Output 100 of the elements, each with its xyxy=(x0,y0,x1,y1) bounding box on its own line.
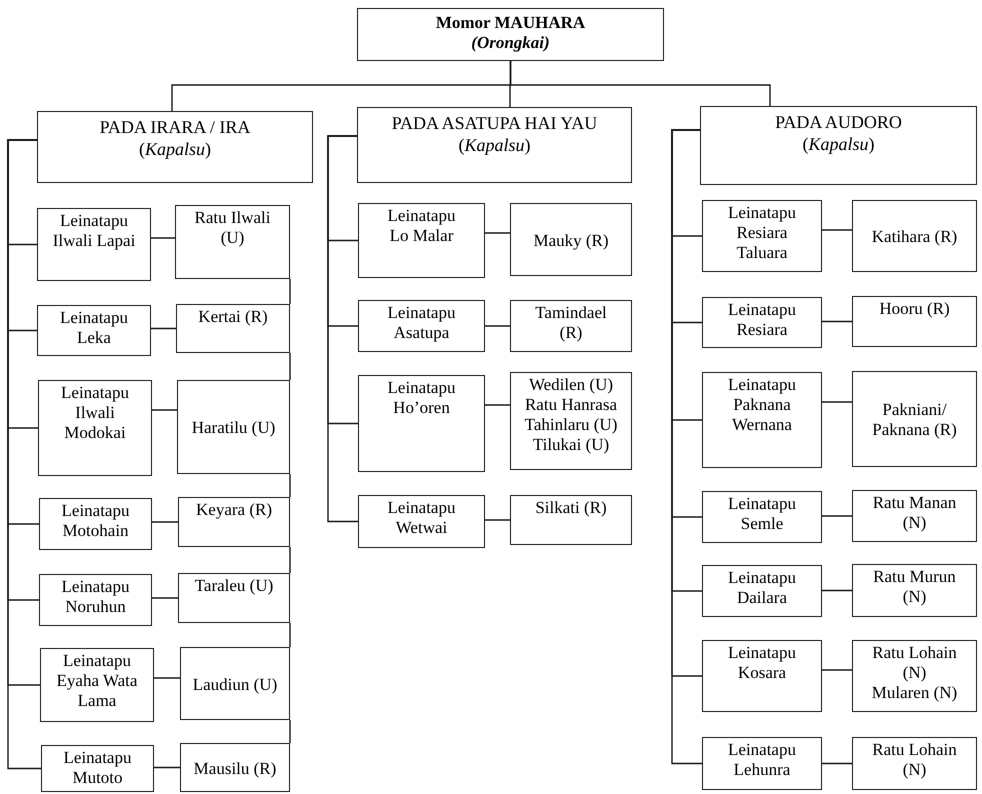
connector-line xyxy=(289,279,291,304)
connector-line xyxy=(485,519,510,521)
org-box xyxy=(702,372,822,468)
box-title: PADA ASATUPA HAI YAU xyxy=(392,112,598,134)
box-text: Mauky (R) xyxy=(533,230,609,250)
org-box xyxy=(180,647,290,720)
box-text: Leinatapu Semle xyxy=(727,494,797,534)
box-text: Leinatapu Ilwali Lapai xyxy=(52,211,136,251)
box-text: Tamindael (R) xyxy=(534,303,608,343)
org-box xyxy=(177,380,290,474)
org-box xyxy=(358,203,485,278)
connector-line xyxy=(822,515,852,517)
box-text: Wedilen (U) Ratu Hanrasa Tahinlaru (U) Tilukai (U) xyxy=(524,375,618,455)
org-box xyxy=(852,490,977,542)
org-box xyxy=(510,300,632,352)
org-box xyxy=(702,640,822,712)
org-box xyxy=(702,200,822,272)
org-box xyxy=(358,495,485,548)
box-text: Leinatapu Resiara xyxy=(727,300,797,340)
box-text: Leinatapu Mutoto xyxy=(62,748,132,788)
box-text: Taraleu (U) xyxy=(194,576,274,596)
box-text: Silkati (R) xyxy=(535,498,607,518)
box-text: Leinatapu Paknana Wernana xyxy=(727,375,797,435)
org-box xyxy=(41,745,154,792)
org-box xyxy=(510,495,632,545)
connector-line xyxy=(327,135,358,522)
org-box xyxy=(176,304,290,353)
org-box xyxy=(852,296,977,347)
org-box xyxy=(702,297,822,348)
org-box xyxy=(180,743,290,792)
connector-line xyxy=(485,232,510,234)
org-box xyxy=(178,573,290,623)
box-text: Leinatapu Kosara xyxy=(727,643,797,683)
box-text: Leinatapu Eyaha Wata Lama xyxy=(56,651,138,711)
org-box xyxy=(852,371,977,467)
org-box xyxy=(852,640,977,712)
connector-line xyxy=(7,139,41,770)
box-subtitle: (Kapalsu) xyxy=(138,138,211,160)
box-subtitle: (Kapalsu) xyxy=(802,133,874,155)
box-text: Leinatapu Lo Malar xyxy=(386,206,456,246)
box-text: Leinatapu Ilwali Modokai xyxy=(60,383,130,443)
box-text: Haratilu (U) xyxy=(192,418,276,438)
box-text: Keyara (R) xyxy=(196,500,272,520)
org-box xyxy=(702,491,822,543)
box-text: Ratu Lohain (N) xyxy=(871,643,958,683)
connector-line xyxy=(152,521,178,523)
org-box xyxy=(175,205,290,279)
box-text: Leinatapu Wetwai xyxy=(386,498,456,538)
org-box xyxy=(39,498,152,550)
org-box xyxy=(357,8,664,61)
connector-line xyxy=(152,409,177,411)
box-title: PADA AUDORO xyxy=(775,111,902,133)
connector-line xyxy=(151,237,175,239)
box-text: Hooru (R) xyxy=(879,299,950,319)
box-text: Ratu Murun (N) xyxy=(872,567,957,607)
connector-line xyxy=(510,61,771,106)
connector-line xyxy=(822,669,852,671)
box-text: Ratu Ilwali (U) xyxy=(193,208,272,248)
org-box xyxy=(702,737,822,790)
box-text: Leinatapu Resiara Taluara xyxy=(727,203,797,263)
connector-line xyxy=(822,320,852,322)
org-box xyxy=(852,737,977,790)
connector-line xyxy=(289,474,291,497)
connector-line xyxy=(485,404,510,406)
org-box xyxy=(178,497,290,547)
box-text: Mularen (N) xyxy=(872,683,958,703)
org-box xyxy=(700,106,977,185)
connector-line xyxy=(822,401,852,403)
box-subtitle: (Orongkai) xyxy=(471,33,550,53)
org-box xyxy=(39,574,152,626)
org-box xyxy=(852,564,977,617)
box-text: Mausilu (R) xyxy=(194,758,276,778)
box-text: Pakniani/ Paknana (R) xyxy=(871,400,958,440)
connector-line xyxy=(151,328,176,330)
box-text: Katihara (R) xyxy=(872,227,958,247)
org-box xyxy=(702,565,822,617)
connector-line xyxy=(154,766,180,768)
org-box xyxy=(357,107,632,183)
connector-line xyxy=(154,677,180,679)
org-box xyxy=(510,372,632,470)
connector-line xyxy=(822,762,852,764)
box-text: Leinatapu Motohain xyxy=(60,501,130,541)
connector-line xyxy=(289,720,291,743)
box-text: Leinatapu Dailara xyxy=(727,568,797,608)
box-subtitle: (Kapalsu) xyxy=(458,134,530,156)
connector-line xyxy=(289,547,291,573)
box-text: Leinatapu Ho’oren xyxy=(386,378,456,418)
connector-line xyxy=(822,590,852,592)
connector-line xyxy=(822,229,852,231)
box-text: Leinatapu Leka xyxy=(59,308,129,348)
connector-line xyxy=(152,597,178,599)
org-box xyxy=(37,305,151,356)
box-text: Leinatapu Lehunra xyxy=(727,740,797,780)
org-box xyxy=(358,375,485,472)
org-box xyxy=(37,111,313,183)
box-text: Leinatapu Noruhun xyxy=(60,577,130,617)
box-text: Laudiun (U) xyxy=(192,674,278,694)
org-box xyxy=(40,648,154,722)
connector-line xyxy=(485,325,510,327)
box-text: Ratu Manan (N) xyxy=(872,493,958,533)
